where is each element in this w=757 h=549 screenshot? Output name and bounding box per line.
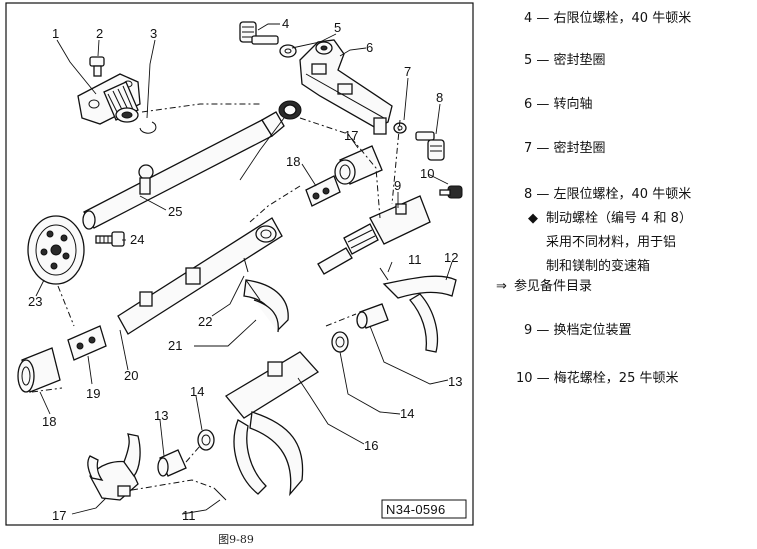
- part-17-sleeve-lower: [17, 347, 61, 393]
- callout-19: 20: [124, 368, 138, 383]
- part-5-sealing-washer: [279, 44, 297, 58]
- part-16-shift-fork: [87, 433, 141, 501]
- part-12-shift-fork: [382, 275, 457, 353]
- callout-13-left: 13: [154, 408, 168, 423]
- figure-code: N34-0596: [386, 502, 446, 517]
- part-1-flange-bushing: [77, 73, 141, 125]
- legend-item-9: 9 — 换档定位装置: [524, 323, 632, 338]
- part-13-cylinder-right: [356, 303, 389, 329]
- callout-15: 16: [364, 438, 378, 453]
- callout-22: 23: [28, 294, 42, 309]
- part-24-shaft: [82, 111, 285, 230]
- leader-lines: [35, 23, 453, 515]
- drawing-frame: [5, 2, 474, 526]
- part-6-selector-shaft: [299, 39, 393, 135]
- part-11-roll-pin-right: [379, 267, 389, 281]
- part-18-roller-block-upper: [305, 175, 341, 207]
- parts-legend: 4 — 右限位螺栓，40 牛顿米 5 — 密封垫圈 6 — 转向轴 7 — 密封…: [496, 11, 692, 386]
- legend-note-bullet: ◆: [528, 211, 538, 226]
- callout-23: 24: [130, 232, 144, 247]
- part-15-shift-fork: [225, 351, 320, 497]
- legend-ref-arrow: ⇒: [496, 279, 507, 294]
- legend-item-5: 5 — 密封垫圈: [524, 52, 606, 68]
- callout-14-right: 14: [400, 406, 414, 421]
- part-21-pin: [243, 257, 249, 273]
- part-9-detent-unit: [317, 195, 431, 275]
- legend-item-10: 10 — 梅花螺栓，25 牛顿米: [516, 370, 678, 386]
- part-22-gear-wheel: [27, 215, 85, 285]
- callout-2: 2: [96, 26, 103, 41]
- legend-item-7: 7 — 密封垫圈: [524, 140, 606, 156]
- callout-14-left: 14: [190, 384, 204, 399]
- part-23-bolt: [95, 231, 125, 247]
- callout-1: 1: [52, 26, 59, 41]
- callout-6: 6: [366, 40, 373, 55]
- callout-16: 17: [52, 508, 66, 523]
- callout-4: 4: [282, 16, 289, 31]
- part-2-bolt: [89, 56, 105, 77]
- legend-item-6: 6 — 转向轴: [524, 96, 593, 112]
- callout-8: 8: [436, 90, 443, 105]
- part-14-ring-left: [197, 429, 215, 451]
- callout-12: 12: [444, 250, 458, 265]
- callout-10: 10: [420, 166, 434, 181]
- callout-21: 22: [198, 314, 212, 329]
- callout-11-right: 11: [408, 252, 422, 267]
- callout-7: 7: [404, 64, 411, 79]
- part-4-right-stop-bolt: [239, 21, 279, 45]
- part-14-ring-right: [331, 331, 349, 353]
- legend-note-line-2: 采用不同材料，用于铝: [546, 235, 676, 250]
- legend-item-4: 4 — 右限位螺栓，40 牛顿米: [524, 11, 691, 26]
- callout-13-right: 13: [448, 374, 462, 389]
- part-25-seal-ring: [278, 100, 302, 120]
- part-3-circlip: [139, 121, 157, 134]
- part-17-sleeve-upper: [334, 145, 383, 185]
- legend-note-line-3: 制和镁制的变速箱: [546, 258, 650, 274]
- callout-9: 9: [394, 178, 401, 193]
- callout-18-lower: 19: [86, 386, 100, 401]
- figure-caption: 图9-89: [218, 533, 254, 546]
- callout-24: 25: [168, 204, 182, 219]
- figure-code-box: N34-0596: [381, 499, 467, 519]
- callout-17-lower: 18: [42, 414, 56, 429]
- assembly-centerlines: [31, 103, 401, 491]
- callout-18-upper: 18: [286, 154, 300, 169]
- callout-20: 21: [168, 338, 182, 353]
- callout-labels: 1 2 3 4 5 6 7 8 9 10 11 12 13 14 16 17 1…: [28, 16, 462, 523]
- part-19-selector-rod: [117, 217, 283, 335]
- legend-ref-text: 参见备件目录: [514, 278, 592, 294]
- callout-17-upper: 17: [344, 128, 358, 143]
- part-18-roller-block-lower: [67, 325, 107, 361]
- legend-item-8: 8 — 左限位螺栓，40 牛顿米: [524, 187, 691, 202]
- callout-5: 5: [334, 20, 341, 35]
- legend-note-line-1: 制动螺栓（编号 4 和 8）: [546, 211, 692, 226]
- part-11-roll-pin-left: [213, 487, 227, 501]
- part-10-torx-bolt: [439, 185, 463, 199]
- callout-11-left: 11: [182, 508, 196, 523]
- part-8-left-stop-bolt: [415, 131, 445, 161]
- part-20-shift-fork: [243, 279, 289, 333]
- callout-3: 3: [150, 26, 157, 41]
- part-13-cylinder-left: [157, 449, 187, 477]
